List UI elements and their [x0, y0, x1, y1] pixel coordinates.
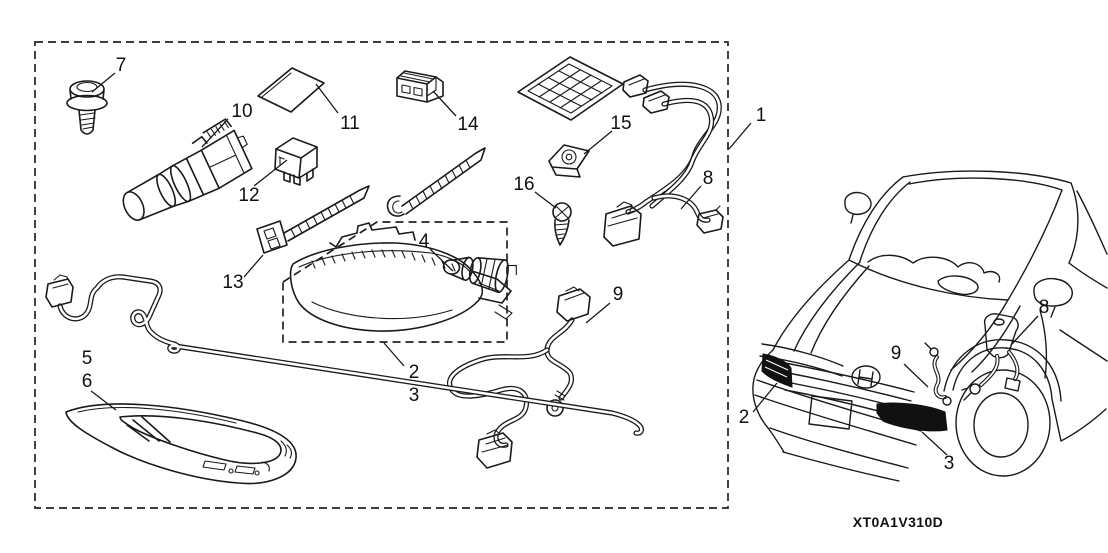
bumper-wire-illustration: [45, 274, 644, 436]
callout-foglight-3: 3: [409, 385, 420, 406]
callout-relay-12: 12: [238, 185, 259, 206]
fuse-illustration: [396, 70, 444, 103]
flange-bolt-illustration: [66, 80, 108, 135]
callout-subharness-9: 9: [613, 284, 624, 305]
leader-1: [728, 122, 752, 150]
sub-harness-illustration: [447, 286, 591, 469]
callout-switch-10: 10: [231, 101, 252, 122]
foglight-unit-box: [282, 221, 508, 343]
label-sheet-illustration: [257, 67, 325, 113]
callout-screw-16: 16: [513, 174, 534, 195]
callout-clip-15: 15: [610, 113, 631, 134]
main-harness-illustration: [603, 74, 724, 247]
leader-2: [383, 342, 405, 367]
car-callout-9: 9: [891, 343, 902, 364]
leader-14: [432, 90, 457, 117]
car-main-harness-location: [961, 313, 1021, 401]
car-callout-8: 8: [1039, 297, 1050, 318]
callout-garnish-5: 5: [82, 348, 93, 369]
callout-bolt-7: 7: [116, 55, 127, 76]
car-illustration: 2 3 8 9: [739, 170, 1108, 482]
clip-nut-illustration: [548, 144, 590, 178]
bulb-illustration: [442, 256, 517, 294]
leader-16: [534, 191, 557, 209]
leader-car-2: [752, 382, 778, 413]
garnish-illustration: [65, 403, 297, 485]
cable-tie-illustration: [256, 147, 486, 254]
car-callout-2: 2: [739, 407, 750, 428]
leader-7: [91, 72, 116, 93]
callout-fuse-14: 14: [457, 114, 479, 135]
callout-tie-13: 13: [222, 272, 243, 293]
leader-car-9: [903, 363, 929, 388]
leader-8: [680, 185, 702, 210]
leader-13: [243, 254, 264, 278]
leader-car-8: [1010, 315, 1039, 346]
callout-garnish-6: 6: [82, 371, 93, 392]
callout-kit-1: 1: [756, 105, 767, 126]
leader-12: [253, 159, 288, 187]
leader-4: [429, 248, 454, 272]
callout-foglight-2: 2: [409, 362, 420, 383]
foglight-unit-illustration: [289, 222, 513, 332]
template-sheet-illustration: [517, 56, 624, 121]
screw-illustration: [552, 202, 572, 246]
kit-boundary-box: [34, 41, 729, 509]
leader-9: [585, 302, 611, 324]
car-callout-3: 3: [944, 453, 955, 474]
relay-illustration: [274, 137, 318, 186]
leader-10: [201, 118, 229, 148]
car-sub-harness-location: [924, 342, 952, 406]
callout-sheet-11: 11: [340, 113, 360, 134]
leader-11: [315, 83, 339, 114]
leader-6: [90, 390, 117, 411]
foglight-switch-illustration: [122, 118, 253, 221]
callout-bulb-4: 4: [419, 231, 430, 252]
leader-car-3: [921, 431, 948, 456]
leader-15: [583, 130, 613, 155]
diagram-part-code: XT0A1V310D: [853, 514, 943, 530]
callout-harness-8: 8: [703, 168, 714, 189]
